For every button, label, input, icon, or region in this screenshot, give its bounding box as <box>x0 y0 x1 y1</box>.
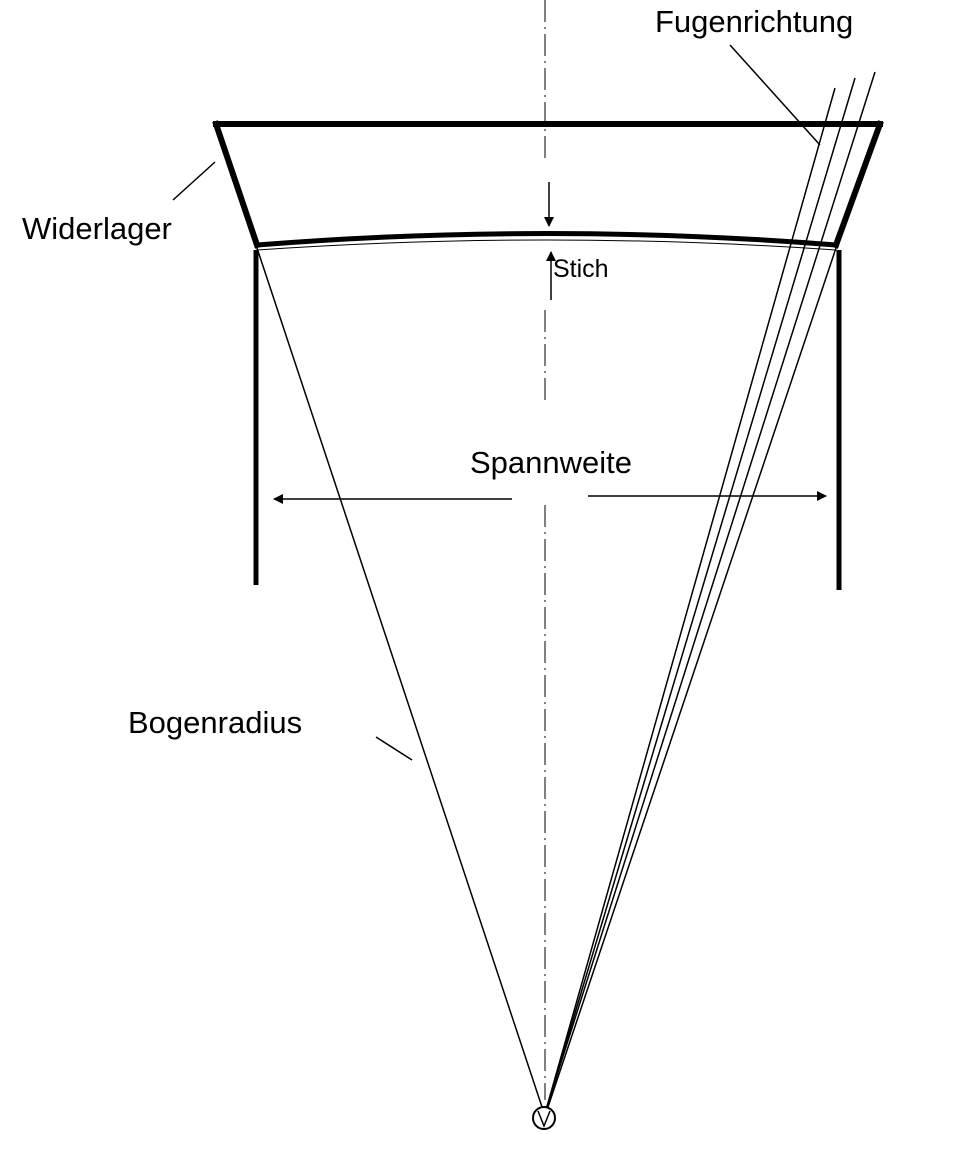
joint-line <box>545 77 856 1111</box>
right-radius-line <box>546 247 837 1111</box>
spannweite-dimension <box>273 491 827 504</box>
left-radius-line <box>256 247 544 1111</box>
radius-lines <box>256 247 837 1111</box>
bogenradius-label: Bogenradius <box>128 705 302 740</box>
joint-direction-lines <box>545 71 876 1111</box>
walls <box>253 250 842 590</box>
stich-dimension <box>544 182 556 300</box>
spannweite-label: Spannweite <box>470 445 632 480</box>
arch-center-tick <box>537 1110 551 1129</box>
left-skewback <box>212 120 261 249</box>
fugenrichtung-leader <box>729 44 821 146</box>
widerlager-label: Widerlager <box>22 211 172 246</box>
arch-intrados-thin <box>256 239 837 251</box>
arch-intrados <box>254 231 839 248</box>
joint-line <box>545 71 876 1111</box>
bogenradius-leader <box>375 736 413 761</box>
fugenrichtung-label: Fugenrichtung <box>655 4 853 39</box>
stich-label: Stich <box>553 255 609 283</box>
right-skewback <box>832 120 884 249</box>
leader-lines <box>172 44 821 761</box>
widerlager-leader <box>172 161 216 201</box>
joint-line <box>545 87 836 1111</box>
arch-block <box>212 120 884 251</box>
